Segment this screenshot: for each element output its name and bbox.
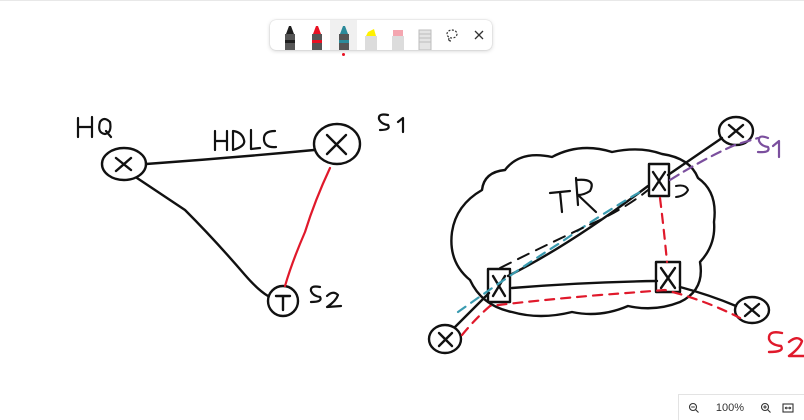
pink-highlighter-tool[interactable]	[384, 20, 411, 50]
pvc-black-dashed	[499, 189, 649, 269]
teal-pen-tool[interactable]	[330, 20, 357, 56]
fr-link-s1	[666, 136, 724, 177]
pvc-red-dashed-vertical	[658, 196, 669, 264]
hq-s2-link	[135, 176, 270, 298]
zoom-bar: 100%	[678, 394, 804, 420]
black-pen-tool[interactable]	[276, 20, 303, 50]
left-network-diagram	[76, 113, 405, 318]
eraser-icon	[418, 29, 431, 50]
s2-label-ink	[309, 285, 343, 309]
fr-link-left-right	[510, 279, 659, 290]
fr-router-box-right[interactable]	[654, 260, 682, 294]
s1-s2-red-link	[283, 166, 332, 288]
yellow-highlighter-icon	[364, 29, 377, 50]
lasso-icon	[445, 29, 458, 42]
fr-cloud-shape	[450, 146, 716, 318]
frame-relay-diagram	[427, 115, 804, 358]
fit-to-screen-button[interactable]	[777, 397, 799, 419]
black-pen-icon	[284, 26, 295, 50]
fr-link-s2	[678, 285, 738, 308]
fr-link-left-top	[506, 184, 650, 278]
pvc-purple-dashed	[668, 136, 760, 182]
zoom-out-icon	[688, 402, 699, 413]
fr-router-box-left[interactable]	[486, 267, 512, 304]
close-toolbar-button[interactable]	[465, 20, 492, 50]
pvc-red-dashed-bottom	[460, 288, 742, 337]
teal-pen-icon	[338, 26, 349, 50]
zoom-in-icon	[760, 402, 771, 413]
red-pen-tool[interactable]	[303, 20, 330, 50]
fit-screen-icon	[782, 402, 794, 413]
fr-label-ink	[548, 176, 598, 214]
pink-highlighter-icon	[391, 30, 404, 50]
hq-router-node[interactable]	[100, 146, 148, 182]
lasso-select-button[interactable]	[438, 20, 465, 50]
fr-router-box-top[interactable]	[647, 162, 689, 198]
close-icon	[474, 30, 483, 40]
ink-toolbar	[270, 20, 492, 56]
fr-link-hq	[453, 291, 491, 329]
fr-s1-label-ink	[756, 135, 781, 159]
fr-s2-router-node[interactable]	[733, 295, 771, 325]
s1-router-node[interactable]	[312, 122, 362, 166]
pvc-teal-dashed	[456, 190, 642, 314]
zoom-level-text[interactable]: 100%	[715, 401, 745, 414]
yellow-highlighter-tool[interactable]	[357, 20, 384, 50]
s2-router-node[interactable]	[266, 284, 300, 318]
fr-hq-router-node[interactable]	[427, 323, 463, 355]
red-pen-icon	[311, 26, 322, 50]
hq-label-ink	[76, 115, 113, 139]
zoom-in-button[interactable]	[755, 397, 777, 419]
window-top-border	[0, 0, 804, 1]
eraser-tool[interactable]	[411, 20, 438, 50]
s1-label-ink	[377, 113, 405, 134]
hdlc-label-ink	[213, 128, 278, 152]
fr-s2-label-ink	[767, 331, 804, 358]
selected-tool-indicator	[342, 53, 345, 56]
zoom-out-button[interactable]	[683, 397, 705, 419]
hq-s1-hdlc-link	[144, 148, 316, 166]
